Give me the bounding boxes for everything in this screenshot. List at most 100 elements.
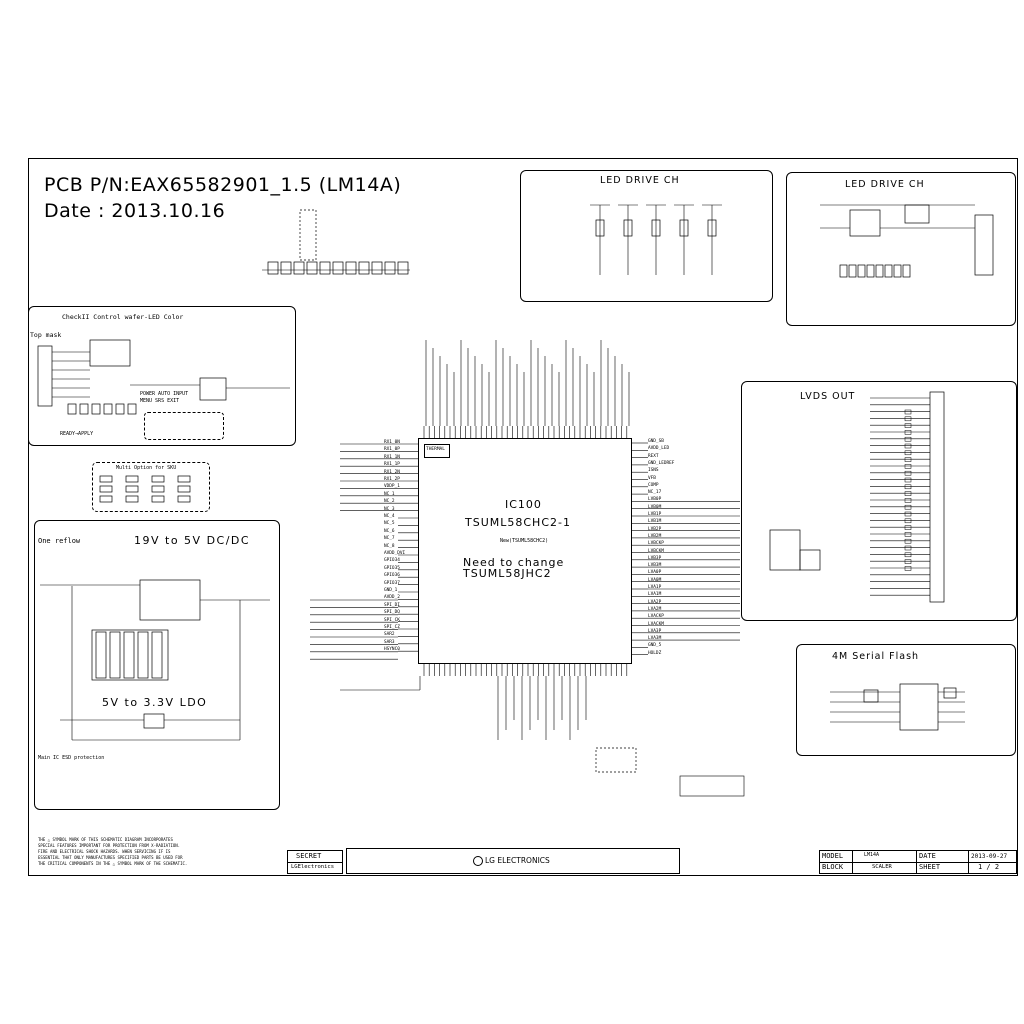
ic-right-pin: HOLDZ [648, 650, 662, 656]
ic-part-number: TSUML58CHC2-1 [465, 516, 571, 529]
ic-left-pin: AVDD_DVI [384, 551, 406, 556]
esd-protection-label: Main IC ESD protection [38, 755, 105, 761]
date-label: DATE [919, 852, 936, 860]
multi-option-dashed [144, 412, 224, 440]
model-label: MODEL [822, 852, 844, 860]
ic-left-pin: SPI_CK [384, 617, 400, 623]
ic-right-pin: LVB3M [648, 563, 662, 569]
ic-note-2: TSUML58JHC2 [463, 567, 552, 580]
disclaimer-line: FIRE AND ELECTRICAL SHOCK HAZARDS. WHEN … [38, 849, 171, 854]
led-drive-block-1 [520, 170, 773, 302]
schematic-date: Date : 2013.10.16 [44, 200, 226, 222]
lg-logo-icon [473, 856, 483, 866]
disclaimer-line: THE CRITICAL COMPONENTS IN THE △ SYMBOL … [38, 861, 188, 866]
date-value: 2013-09-27 [971, 853, 1008, 860]
ic-right-pin: LVBCKP [648, 541, 664, 547]
secret-box: SECRET LGElectronics [287, 850, 343, 874]
ic-left-pin: NC_6 [384, 528, 395, 534]
lvds-title: LVDS OUT [800, 391, 856, 402]
serial-flash-block [796, 644, 1016, 756]
ic-right-pin: ISNS [648, 468, 659, 474]
ic-right-pin: LVA1M [648, 592, 662, 598]
ic-right-pin: LVA0M [648, 577, 662, 583]
ic-right-pin: LVA3M [648, 636, 662, 642]
lvds-block [741, 381, 1017, 621]
ic-left-pin: SPI_DO [384, 610, 400, 616]
secret-label: SECRET [296, 852, 322, 860]
sheet-value: 1 / 2 [978, 863, 1000, 871]
ic-left-pin: RX1_0P [384, 447, 400, 453]
ic-right-pin: REXT [648, 453, 659, 459]
serial-flash-title: 4M Serial Flash [832, 651, 920, 662]
ic-left-pin: NC_4 [384, 514, 395, 519]
company-name: LG ELECTRONICS [485, 856, 550, 865]
ic-left-pin: VDDP_1 [384, 484, 400, 490]
ic-left-pin: GND_1 [384, 588, 398, 593]
ic-right-pin: LVB2P [648, 526, 662, 532]
ic-left-pin: RX1_1P [384, 462, 400, 468]
main-ic-body [418, 438, 632, 664]
ic-right-pin: AVDD_LED [648, 446, 670, 452]
ic-right-pin: LVBCKM [648, 548, 664, 554]
multi-option-block [92, 462, 210, 512]
led-drive-block-2 [786, 172, 1016, 326]
block-value: SCALER [872, 864, 892, 870]
ic-new-part: New(TSUML58CHC2) [500, 538, 549, 544]
ic-left-pin: NC_8 [384, 543, 395, 549]
disclaimer-line: SPECIAL FEATURES IMPORTANT FOR PROTECTIO… [38, 843, 181, 848]
title-block-table: MODEL LM14A BLOCK SCALER DATE 2013-09-27… [819, 850, 1017, 874]
disclaimer-line: ESSENTIAL THAT ONLY MANUFACTURES SPECIFI… [38, 855, 183, 860]
ic-right-pin: LVACKM [648, 621, 664, 627]
ic-right-pin: LVA0P [648, 570, 662, 576]
ic-right-pin: LVACKP [648, 614, 664, 620]
ic-right-pin: LVA2M [648, 606, 662, 612]
schematic-sheet [28, 158, 1018, 876]
ic-left-pin: SPI_CZ [384, 625, 400, 630]
ic-left-pin: NC_1 [384, 491, 395, 497]
ic-left-pin: SAR2 [384, 632, 395, 638]
sheet-label: SHEET [919, 863, 941, 871]
ic-right-pin: LVA2P [648, 599, 662, 605]
ic-right-pin: GND_SB [648, 439, 664, 444]
ic-right-pin: LVB3P [648, 555, 662, 561]
ic-right-pin: COMP [648, 482, 659, 488]
disclaimer-line: THE △ SYMBOL MARK OF THIS SCHEMATIC DIAG… [38, 837, 173, 842]
ic-reference: IC100 [505, 498, 542, 511]
ic-right-pin: VFB [648, 475, 656, 481]
ic-right-pin: LVA3P [648, 628, 662, 634]
thermal-pad [424, 444, 450, 458]
ic-right-pin: LVB0P [648, 497, 662, 503]
multi-option-title: Multi Option for SKU [116, 465, 177, 471]
ic-left-pin: AVDD_2 [384, 595, 400, 601]
ready-label: READY→APPLY [60, 431, 94, 437]
block-label: BLOCK [822, 863, 844, 871]
ic-right-pin: GND_5 [648, 643, 662, 649]
menu-exit-label: MENU SRS EXIT [140, 398, 180, 404]
ic-left-pin: SPI_DI [384, 602, 400, 608]
ic-left-pin: NC_5 [384, 521, 395, 527]
led-drive-title-2: LED DRIVE CH [845, 179, 925, 190]
model-value: LM14A [864, 852, 880, 858]
pcb-part-number: PCB P/N:EAX65582901_1.5 (LM14A) [44, 174, 402, 196]
ic-left-pin: RX1_0N [384, 440, 400, 445]
ic-right-pin: LVB0M [648, 504, 662, 510]
power-block [34, 520, 280, 810]
ic-left-pin: GPIO34 [384, 558, 400, 564]
one-reflow-label: One reflow [38, 537, 81, 545]
ic-right-pin: LVB2M [648, 533, 662, 539]
ic-right-pin: GND_LEDREF [648, 460, 675, 466]
ic-right-pin: NC_17 [648, 490, 662, 496]
lg-small-label: LGElectronics [291, 864, 335, 870]
ldo-title: 5V to 3.3V LDO [102, 696, 208, 709]
thermal-label: THERMAL [426, 447, 445, 452]
ic-left-pin: NC_3 [384, 506, 395, 512]
check-control-block [28, 306, 296, 446]
top-mask-label: Top mask [30, 331, 62, 339]
ic-right-pin: LVB1M [648, 519, 662, 525]
ic-right-pin: LVB1P [648, 512, 662, 517]
ic-note-1: Need to change [463, 556, 565, 569]
check-control-title: CheckII Control wafer-LED Color [62, 313, 184, 321]
ic-left-pin: SAR3 [384, 639, 395, 645]
power-auto-label: POWER AUTO INPUT [140, 391, 189, 397]
